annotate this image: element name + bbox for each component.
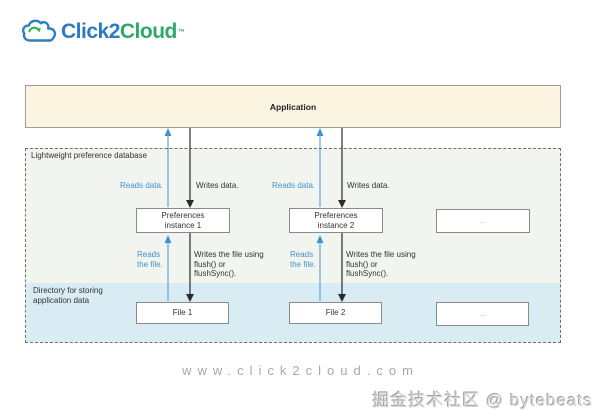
preferences-instance-2-box: Preferences instance 2: [289, 208, 383, 233]
reads-file-label-1-line1: Reads: [137, 250, 161, 259]
file-2-box: File 2: [289, 302, 382, 324]
reads-file-label-1: Reads the file.: [137, 250, 163, 269]
more-files-box: ...: [436, 302, 529, 326]
writes-file-label-1-line3: flushSync().: [194, 269, 237, 278]
database-label: Lightweight preference database: [31, 151, 148, 160]
writes-file-label-1: Writes the file using flush() or flushSy…: [194, 250, 264, 279]
reads-file-label-2-line2: the file.: [290, 259, 316, 269]
preferences-1-label-line2: instance 1: [164, 220, 202, 230]
reads-file-label-2-line1: Reads: [290, 250, 314, 259]
website-url: www.click2cloud.com: [182, 363, 419, 378]
application-box: Application: [25, 85, 561, 128]
trademark-symbol: ™: [177, 28, 185, 36]
reads-data-label-1: Reads data.: [120, 181, 164, 190]
reads-file-label-1-line2: the file.: [137, 259, 163, 269]
directory-label-line2: application data: [33, 295, 90, 305]
reads-data-label-2: Reads data.: [272, 181, 316, 190]
reads-file-label-2: Reads the file.: [290, 250, 316, 269]
writes-file-label-2-line3: flushSync().: [346, 269, 389, 278]
community-watermark: 掘金技术社区 @ bytebeats: [372, 391, 593, 410]
logo-text-click2: Click2: [61, 19, 120, 43]
writes-file-label-2: Writes the file using flush() or flushSy…: [346, 250, 416, 279]
logo: Click2Cloud™: [20, 17, 185, 45]
writes-file-label-2-line1: Writes the file using: [346, 250, 416, 259]
writes-file-label-1-line2: flush() or: [194, 259, 226, 269]
writes-file-label-2-line2: flush() or: [346, 259, 378, 269]
preferences-2-label-line1: Preferences: [314, 210, 358, 220]
directory-label-line1: Directory for storing: [33, 286, 103, 295]
file-1-box: File 1: [136, 302, 229, 324]
application-label: Application: [269, 101, 317, 112]
writes-file-label-1-line1: Writes the file using: [194, 250, 264, 259]
more-preferences-box: ...: [436, 209, 530, 233]
writes-data-label-2: Writes data.: [347, 181, 390, 190]
logo-text-cloud: Cloud: [119, 19, 177, 43]
logo-wordmark: Click2Cloud™: [61, 18, 185, 45]
directory-label: Directory for storing application data: [33, 286, 103, 305]
preferences-instance-1-box: Preferences instance 1: [136, 208, 230, 233]
cloud-logo-icon: [20, 17, 58, 45]
preferences-2-label-line2: instance 2: [317, 220, 355, 230]
writes-data-label-1: Writes data.: [196, 181, 239, 190]
preferences-1-label-line1: Preferences: [161, 210, 205, 220]
